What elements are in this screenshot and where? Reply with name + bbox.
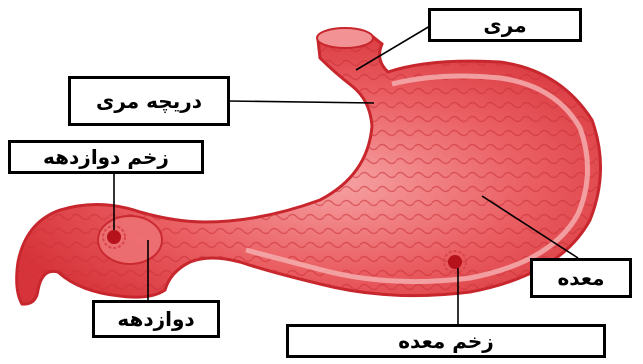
esophagus-opening xyxy=(317,28,373,48)
duodenum-bulb xyxy=(98,216,162,264)
label-esophageal-valve: دریچه مری xyxy=(68,76,230,126)
label-duodenal-ulcer: زخم دوازدهه xyxy=(8,140,204,174)
label-duodenum: دوازدهه xyxy=(92,300,220,338)
label-stomach: معده xyxy=(530,258,632,298)
leader-esophageal-valve xyxy=(228,101,374,103)
label-esophagus: مری xyxy=(428,8,582,42)
label-stomach-ulcer: زخم معده xyxy=(286,324,606,358)
